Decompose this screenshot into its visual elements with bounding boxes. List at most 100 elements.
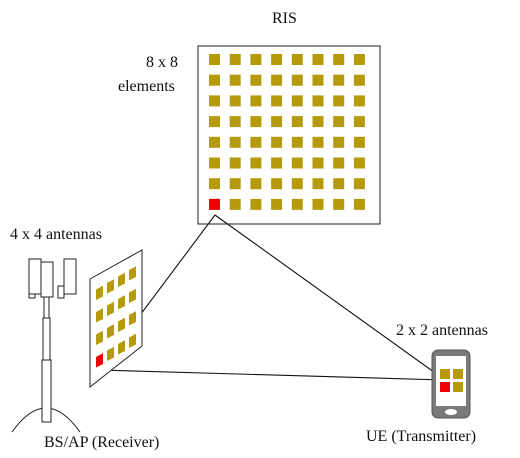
bs-element — [96, 308, 103, 323]
ris-element — [333, 198, 345, 210]
bs-element — [107, 346, 114, 361]
ris-element — [291, 74, 303, 86]
ris-element — [229, 74, 241, 86]
ris-element — [291, 54, 303, 65]
ris-element — [333, 136, 345, 148]
bs-element — [118, 295, 125, 310]
ris-element — [250, 198, 262, 210]
tower-pole-lower — [41, 359, 52, 423]
ue-element — [440, 369, 450, 379]
smartphone-icon — [431, 349, 471, 419]
ris-element — [271, 178, 283, 190]
ris-element — [209, 178, 220, 190]
antenna-panel-left — [28, 258, 42, 295]
antenna-mount-right — [57, 285, 65, 299]
ue-element-active — [440, 382, 450, 392]
ris-element — [209, 136, 220, 148]
bs-array-frame — [89, 249, 143, 389]
tower-pole-upper — [43, 296, 50, 319]
ris-element — [229, 54, 241, 65]
antenna-panel-center — [40, 261, 54, 298]
ue-element-grid — [440, 369, 463, 392]
bs-element — [107, 324, 114, 339]
ris-element — [353, 95, 365, 107]
ue-element — [453, 369, 463, 379]
ris-element — [271, 198, 283, 210]
ris-element — [209, 74, 220, 86]
bs-element — [118, 272, 125, 287]
ris-element — [271, 136, 283, 148]
bs-element — [107, 279, 114, 294]
ris-element — [250, 54, 262, 65]
ris-element — [229, 116, 241, 128]
ris-element-active — [209, 198, 220, 210]
bs-element — [118, 317, 125, 332]
ris-element — [333, 74, 345, 86]
ris-title: RIS — [272, 10, 297, 27]
ue-element — [453, 382, 463, 392]
ris-element — [333, 116, 345, 128]
ris-element — [209, 116, 220, 128]
bs-element — [96, 285, 103, 300]
ris-frame — [197, 45, 381, 225]
bs-element-grid — [96, 266, 136, 368]
bs-element — [107, 301, 114, 316]
bs-antenna-array — [89, 249, 143, 389]
signal-paths — [98, 214, 446, 381]
path-ue-to-ris — [214, 214, 446, 381]
ris-element — [250, 157, 262, 169]
ris-element — [250, 116, 262, 128]
ris-element — [229, 95, 241, 107]
ris-element — [209, 157, 220, 169]
ris-element — [333, 157, 345, 169]
ris-element — [291, 95, 303, 107]
phone-home-button — [445, 409, 457, 415]
ue-antennas-label: 2 x 2 antennas — [396, 322, 488, 339]
ris-element — [353, 136, 365, 148]
bs-element — [129, 288, 136, 303]
ris-element — [312, 95, 324, 107]
ris-element — [229, 136, 241, 148]
ris-element — [271, 157, 283, 169]
ris-element — [312, 74, 324, 86]
bs-element — [96, 330, 103, 345]
ris-element — [291, 198, 303, 210]
ue-caption: UE (Transmitter) — [366, 428, 477, 445]
ris-element — [312, 116, 324, 128]
phone-screen — [436, 356, 466, 406]
bs-antennas-label: 4 x 4 antennas — [10, 226, 102, 243]
ris-element — [271, 54, 283, 65]
ris-element — [250, 74, 262, 86]
ris-element — [229, 178, 241, 190]
ris-element — [291, 157, 303, 169]
ris-element — [333, 54, 345, 65]
ris-element — [353, 74, 365, 86]
ris-element — [291, 116, 303, 128]
ris-element — [353, 54, 365, 65]
ris-element — [229, 157, 241, 169]
ris-element — [333, 95, 345, 107]
cell-tower-icon — [11, 258, 81, 433]
bs-caption: BS/AP (Receiver) — [44, 434, 160, 451]
ris-element — [353, 178, 365, 190]
bs-element — [129, 266, 136, 281]
bs-element — [129, 311, 136, 326]
ris-element — [312, 54, 324, 65]
ris-size-line1: 8 x 8 — [146, 54, 178, 71]
ris-element — [271, 116, 283, 128]
ris-panel — [197, 45, 381, 225]
ris-element — [250, 95, 262, 107]
tower-pole-middle — [42, 317, 51, 361]
ris-element — [312, 136, 324, 148]
ris-element — [353, 198, 365, 210]
ris-element — [312, 198, 324, 210]
path-ue-to-bs — [98, 369, 446, 381]
ris-element — [312, 178, 324, 190]
ris-size-line2: elements — [118, 78, 175, 95]
ris-element — [250, 178, 262, 190]
antenna-panel-right — [63, 258, 77, 295]
ris-element — [271, 95, 283, 107]
ris-element — [209, 95, 220, 107]
ris-element — [312, 157, 324, 169]
